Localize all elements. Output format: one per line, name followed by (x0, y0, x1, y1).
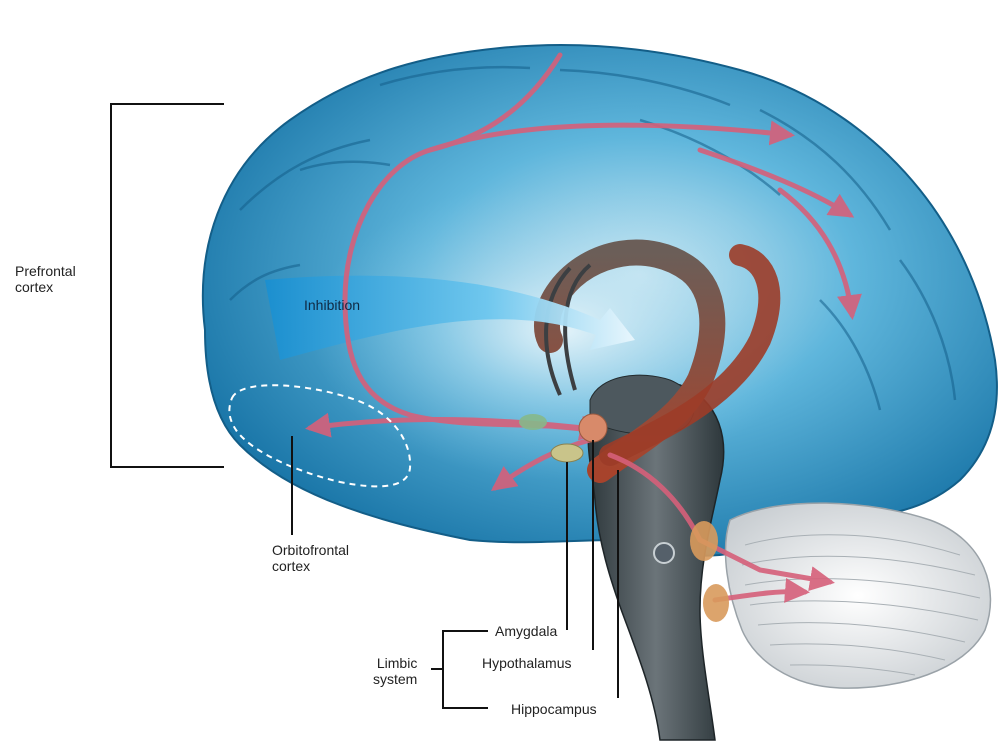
hypothalamus-node (579, 414, 607, 442)
limbic-bracket (431, 631, 488, 708)
green-node (519, 414, 547, 430)
limbic-system-label: Limbic system (373, 655, 417, 687)
hippocampus-label: Hippocampus (511, 701, 597, 717)
amygdala-label: Amygdala (495, 623, 557, 639)
pons-eye (654, 543, 674, 563)
hypothalamus-label: Hypothalamus (482, 655, 572, 671)
inhibition-label: Inhibition (304, 297, 360, 313)
orange-node-2 (703, 584, 729, 622)
orange-node-1 (690, 521, 718, 561)
prefrontal-cortex-label: Prefrontal cortex (15, 263, 76, 295)
amygdala-node (551, 444, 583, 462)
orbitofrontal-cortex-label: Orbitofrontal cortex (272, 542, 349, 574)
